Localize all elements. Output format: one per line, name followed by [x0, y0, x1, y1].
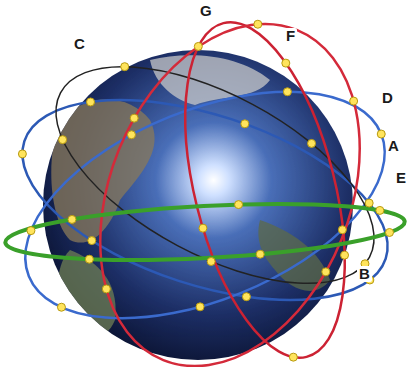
orbit-letter: F	[284, 28, 297, 44]
land-masses	[51, 55, 330, 337]
satellite-dot	[289, 353, 297, 361]
satellite-dot	[85, 255, 93, 263]
satellite-dot	[18, 150, 26, 158]
satellite-dot	[87, 98, 95, 106]
orbit-letter: D	[380, 90, 395, 106]
satellite-dot	[308, 139, 316, 147]
satellite-dot	[207, 257, 215, 265]
orbit-letter: E	[394, 170, 408, 186]
satellite-dot	[338, 226, 346, 234]
satellite-dot	[102, 285, 110, 293]
satellite-dot	[194, 42, 202, 50]
satellite-dot	[254, 20, 262, 28]
satellite-dot	[283, 88, 291, 96]
satellite-dot	[282, 59, 290, 67]
satellite-dot	[376, 206, 384, 214]
satellite-dot	[365, 199, 373, 207]
satellite-dot	[256, 250, 264, 258]
orbit	[0, 46, 411, 365]
orbit	[0, 60, 411, 339]
satellite-dot	[377, 130, 385, 138]
satellite-dot	[130, 114, 138, 122]
satellite-dot	[196, 303, 204, 311]
satellite-dot	[88, 237, 96, 245]
satellite-dot	[68, 215, 76, 223]
orbit-letter: C	[72, 36, 87, 52]
orbit-letter: A	[386, 138, 401, 154]
orbit-letter: G	[198, 3, 214, 19]
satellite-dot	[57, 303, 65, 311]
satellite-dot	[385, 228, 393, 236]
orbit	[52, 0, 408, 367]
orbit	[23, 22, 407, 328]
satellite-dot	[322, 268, 330, 276]
satellite-dot	[27, 227, 35, 235]
satellite-dot	[121, 63, 129, 71]
orbit-letter: B	[357, 266, 372, 282]
continent	[150, 55, 270, 105]
satellites	[18, 20, 393, 361]
satellite-dot	[242, 293, 250, 301]
satellite-dot	[127, 131, 135, 139]
satellite-dot	[59, 136, 67, 144]
satellite-dot	[341, 251, 349, 259]
satellite-dot	[235, 201, 243, 209]
orbit	[4, 196, 406, 269]
satellite-dot	[241, 120, 249, 128]
satellite-dot	[199, 224, 207, 232]
orbit	[155, 6, 374, 367]
satellite-dot	[350, 97, 358, 105]
